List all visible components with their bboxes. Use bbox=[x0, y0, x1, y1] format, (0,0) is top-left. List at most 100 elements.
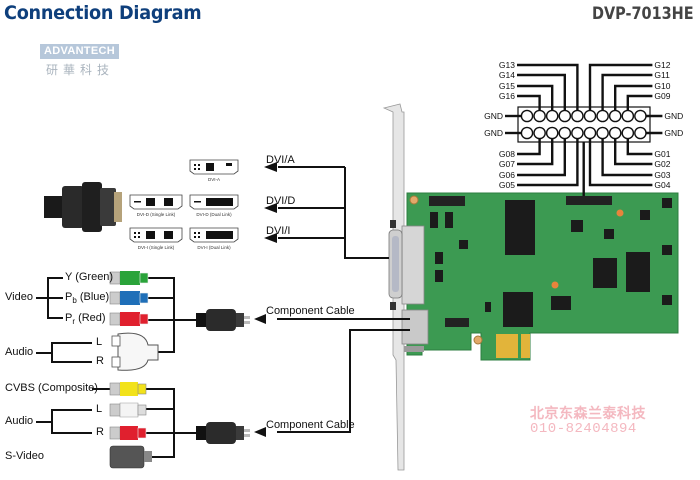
mini-din-plug-composite bbox=[196, 422, 250, 444]
dvi-connector-icon: DVI-D (Single Link) bbox=[129, 194, 183, 217]
gpio-pin bbox=[634, 109, 647, 123]
component-cable-label-1: Component Cable bbox=[266, 305, 355, 317]
gpio-pin bbox=[545, 126, 559, 140]
chip-decoder bbox=[503, 292, 533, 327]
gpio-pin bbox=[533, 109, 546, 123]
dvi-connector-icon: DVI-D (Dual Link) bbox=[189, 194, 239, 217]
mini-din-plug-component bbox=[196, 309, 250, 331]
gpio-label: G01 bbox=[654, 149, 670, 159]
stereo-audio-plug bbox=[111, 332, 159, 371]
audio-r-label-composite: R bbox=[96, 426, 104, 438]
gpio-label: G11 bbox=[654, 70, 670, 80]
dvi-connector-icon: DVI-A bbox=[189, 159, 239, 182]
audio-l-label-component: L bbox=[96, 336, 103, 348]
gpio-label: G16 bbox=[499, 91, 515, 101]
gpio-pin bbox=[558, 109, 572, 123]
gpio-pin bbox=[596, 126, 609, 140]
gpio-label: G03 bbox=[654, 170, 670, 180]
rca-plug-white bbox=[109, 402, 147, 418]
dvi-connector-caption: DVI-D (Single Link) bbox=[137, 212, 176, 217]
gpio-pin bbox=[583, 109, 597, 123]
rca-plug-red-audio bbox=[109, 426, 147, 440]
gpio-label: G02 bbox=[654, 159, 670, 169]
dvi-connector-icon: DVI-I (Dual Link) bbox=[189, 227, 239, 250]
svideo-plug bbox=[109, 445, 152, 469]
pr-red-label: Pr (Red) bbox=[65, 312, 106, 327]
gpio-pin bbox=[583, 126, 597, 140]
gold-finger-right bbox=[521, 334, 530, 358]
dvi-connector-caption: DVI-I (Single Link) bbox=[138, 245, 175, 250]
gpio-pin bbox=[571, 109, 584, 123]
rca-plug-yellow bbox=[109, 382, 147, 396]
dvi-connector-caption: DVI-A bbox=[208, 177, 220, 182]
gpio-label: G14 bbox=[499, 70, 515, 80]
gpio-pin bbox=[545, 109, 559, 123]
y-green-label: Y (Green) bbox=[65, 271, 114, 283]
gpio-pin bbox=[520, 109, 534, 123]
dvi-connector-caption: DVI-D (Dual Link) bbox=[196, 212, 232, 217]
gpio-pin bbox=[571, 126, 584, 140]
gpio-label: G08 bbox=[499, 149, 515, 159]
dvi-i-label: DVI/I bbox=[266, 225, 291, 237]
gnd-label: GND bbox=[664, 111, 683, 121]
page-title: Connection Diagram bbox=[4, 2, 202, 24]
dvi-d-label: DVI/D bbox=[266, 195, 296, 207]
gpio-label: G04 bbox=[654, 180, 670, 190]
rca-plug-blue bbox=[109, 291, 149, 305]
pb-blue-label: Pb (Blue) bbox=[65, 291, 110, 306]
dvi-port bbox=[401, 225, 425, 305]
dvi-arrows bbox=[264, 162, 277, 243]
gpio-label: G06 bbox=[499, 170, 515, 180]
gnd-label: GND bbox=[484, 111, 503, 121]
gpio-label: G12 bbox=[654, 60, 670, 70]
svideo-label: S-Video bbox=[5, 450, 44, 462]
gpio-label: G13 bbox=[499, 60, 515, 70]
dvi-connector-icon: DVI-I (Single Link) bbox=[129, 227, 183, 250]
chip-b bbox=[626, 252, 650, 292]
rca-plug-red bbox=[109, 312, 149, 326]
gpio-pin bbox=[621, 126, 635, 140]
video-label: Video bbox=[5, 291, 33, 303]
audio-label-composite: Audio bbox=[5, 415, 34, 427]
gpio-pin bbox=[608, 109, 622, 123]
dvi-a-label: DVI/A bbox=[266, 154, 295, 166]
gpio-label: G09 bbox=[654, 91, 670, 101]
gpio-pin bbox=[520, 126, 534, 140]
model-number: DVP-7013HE bbox=[592, 4, 694, 24]
gpio-header bbox=[566, 196, 612, 205]
component-cable-lines bbox=[36, 277, 410, 458]
component-cable-label-2: Component Cable bbox=[266, 419, 355, 431]
audio-label-component: Audio bbox=[5, 346, 34, 358]
audio-r-label-component: R bbox=[96, 355, 104, 367]
component-port bbox=[401, 309, 429, 345]
gpio-pin bbox=[634, 126, 647, 140]
watermark-company: 北京东森兰泰科技 bbox=[530, 405, 646, 421]
gpio-pin bbox=[533, 126, 546, 140]
cvbs-label: CVBS (Composite) bbox=[5, 382, 98, 394]
rca-plug-green bbox=[109, 271, 149, 285]
gpio-diagram: GNDGNDGNDGNDG13G14G15G16G12G11G10G09G08G… bbox=[484, 60, 683, 196]
capture-card bbox=[382, 103, 679, 471]
gpio-pin bbox=[596, 109, 609, 123]
component-cable-arrows bbox=[254, 314, 266, 437]
gpio-label: G15 bbox=[499, 81, 515, 91]
gpio-pin bbox=[621, 109, 635, 123]
dvi-cable-lines bbox=[278, 166, 389, 259]
chip-fpga bbox=[505, 200, 535, 255]
dvi-connector-icons: DVI-A DVI-D (Single Link) DVI-D (Dual Link… bbox=[129, 159, 239, 250]
chip-a bbox=[593, 258, 617, 288]
gnd-label: GND bbox=[664, 128, 683, 138]
audio-l-label-composite: L bbox=[96, 403, 103, 415]
gpio-label: G07 bbox=[499, 159, 515, 169]
gpio-label: G05 bbox=[499, 180, 515, 190]
dvi-connector-caption: DVI-I (Dual Link) bbox=[197, 245, 231, 250]
gpio-pin bbox=[558, 126, 572, 140]
dvi-plug bbox=[44, 182, 122, 232]
advantech-logo-cn: 研華科技 bbox=[46, 63, 115, 77]
gnd-label: GND bbox=[484, 128, 503, 138]
gold-finger-left bbox=[496, 334, 518, 358]
gpio-pin bbox=[608, 126, 622, 140]
watermark-phone: 010-82404894 bbox=[530, 421, 637, 437]
pin-header-top-left bbox=[429, 196, 465, 206]
